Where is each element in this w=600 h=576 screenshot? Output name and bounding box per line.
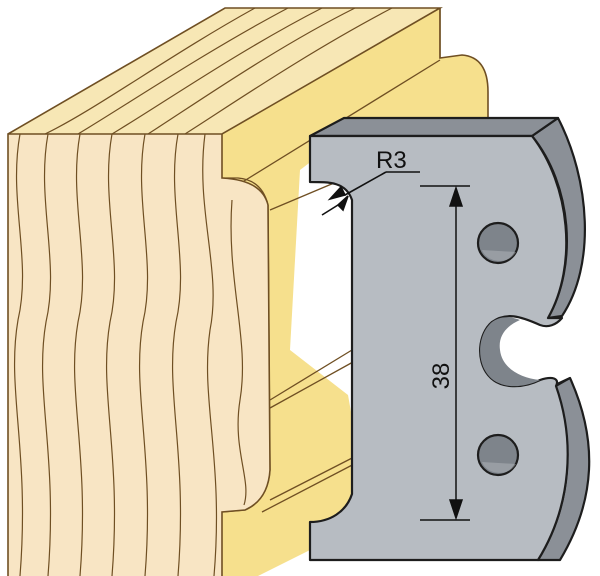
center-cutout-shading <box>480 317 540 387</box>
wood-top-grain <box>44 7 393 135</box>
wood-outlines <box>7 7 489 576</box>
profile-knife-plate <box>308 116 591 562</box>
height-dimension-label: 38 <box>428 363 455 390</box>
wood-end-grain <box>8 134 270 576</box>
radius-leader <box>321 171 420 216</box>
dimension-annotations: R3 38 <box>321 147 470 521</box>
radius-label: R3 <box>376 147 407 174</box>
wood-top-surface <box>8 8 440 134</box>
wood-end-grain-lines <box>13 133 247 576</box>
height-dimension-line <box>420 185 470 521</box>
knife-face-edge <box>555 377 571 387</box>
mounting-hole-upper <box>476 221 520 265</box>
mounting-hole-lower <box>476 433 520 477</box>
wood-profile-face <box>222 8 488 576</box>
wood-workpiece <box>7 7 489 576</box>
knife-top-bevel <box>308 116 560 138</box>
